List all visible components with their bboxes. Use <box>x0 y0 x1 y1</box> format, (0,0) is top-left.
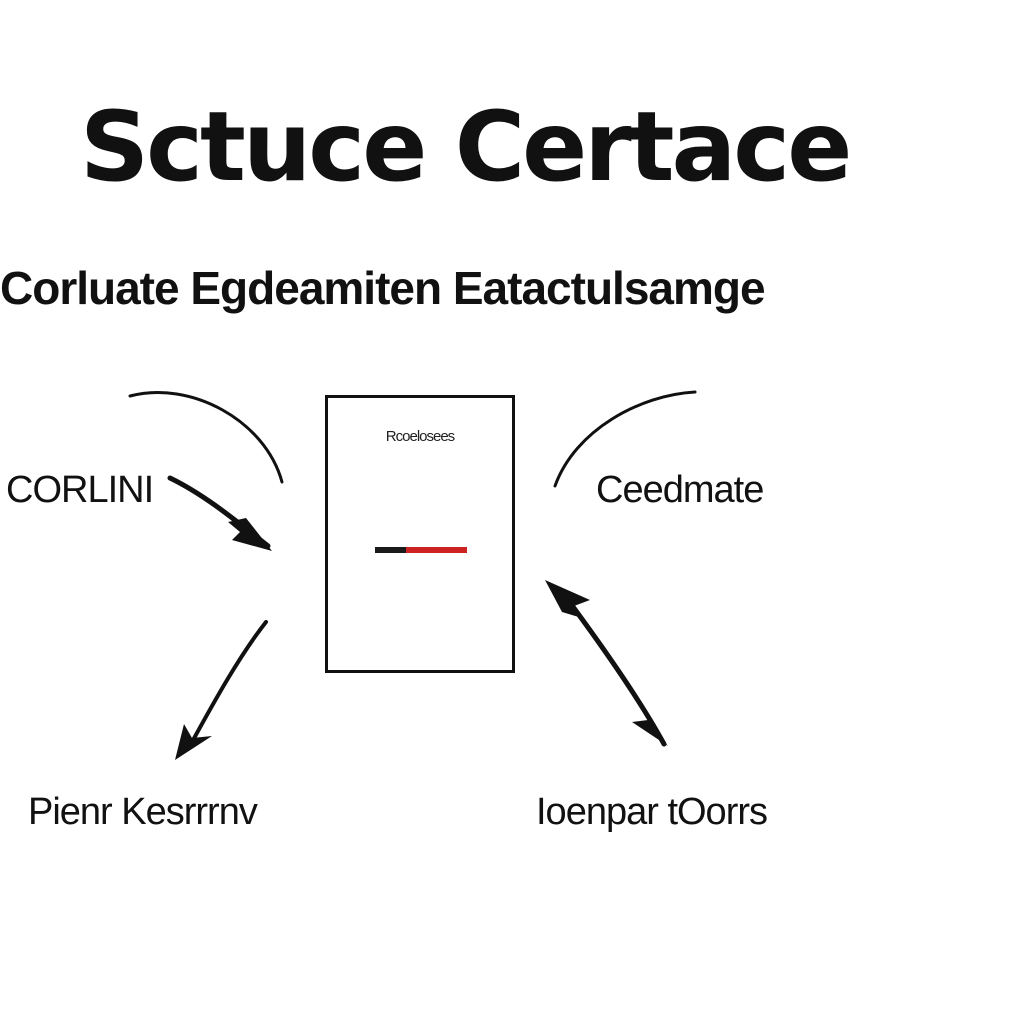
node-label-left-top: CORLINI <box>6 469 154 511</box>
center-box-progress-bar <box>375 547 467 553</box>
node-label-right-top: Ceedmate <box>596 469 764 511</box>
arrow-left-top-head <box>228 518 272 551</box>
center-box-bar-accent <box>406 547 467 553</box>
arrow-right-bottom-tail <box>632 720 668 746</box>
diagram-subtitle: Corluate Egdeamiten Eatactulsamge <box>0 262 766 314</box>
node-label-right-bottom: Ioenpar tOorrs <box>536 791 768 833</box>
diagram-title: Sctuce Certace <box>80 91 852 203</box>
center-box-caption: Rcoelosees <box>385 428 455 445</box>
arrow-left-bottom-head <box>175 724 212 760</box>
arrow-left-top-shaft <box>167 475 271 549</box>
center-document-box: Rcoelosees <box>325 395 515 673</box>
arrow-right-bottom-head <box>545 580 590 618</box>
arrow-right-bottom-shaft <box>565 597 667 747</box>
arrow-left-bottom-shaft <box>190 620 268 744</box>
center-box-bar-dark <box>375 547 407 553</box>
node-label-left-bottom: Pienr Kesrrrnv <box>28 791 258 833</box>
